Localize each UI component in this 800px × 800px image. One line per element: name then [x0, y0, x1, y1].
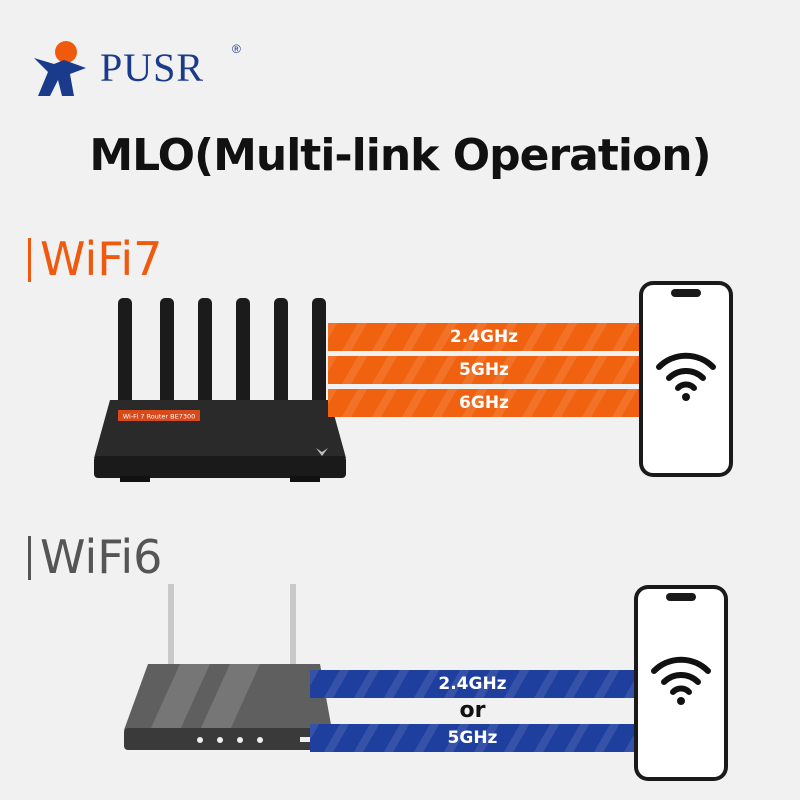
- brand-logo-icon: [34, 41, 86, 96]
- registered-mark: ®: [232, 42, 241, 56]
- brand-name: PUSR: [100, 45, 205, 90]
- wifi-icon: [656, 352, 716, 401]
- wifi6-section-label: WiFi6: [40, 530, 163, 584]
- wifi6-phone: [634, 585, 728, 781]
- wifi6-router-image: [124, 584, 332, 750]
- wifi7-band-3: 6GHz: [328, 389, 640, 417]
- wifi6-section-divider: [28, 536, 31, 580]
- wifi7-phone: [639, 281, 733, 477]
- wifi-icon: [651, 656, 711, 705]
- band-separator-text: or: [459, 698, 486, 723]
- router-label: Wi-Fi 7 Router BE7300: [123, 413, 196, 421]
- wifi6-band-1: 2.4GHz: [310, 670, 635, 698]
- wifi7-section-divider: [28, 238, 31, 282]
- wifi7-section-label: WiFi7: [40, 232, 163, 286]
- wifi6-band-2: 5GHz: [310, 724, 635, 752]
- wifi7-router-image: Wi-Fi 7 Router BE7300: [94, 298, 346, 482]
- wifi7-band-1: 2.4GHz: [328, 323, 640, 351]
- wifi7-band-2: 5GHz: [328, 356, 640, 384]
- page-title: MLO(Multi-link Operation): [89, 130, 711, 181]
